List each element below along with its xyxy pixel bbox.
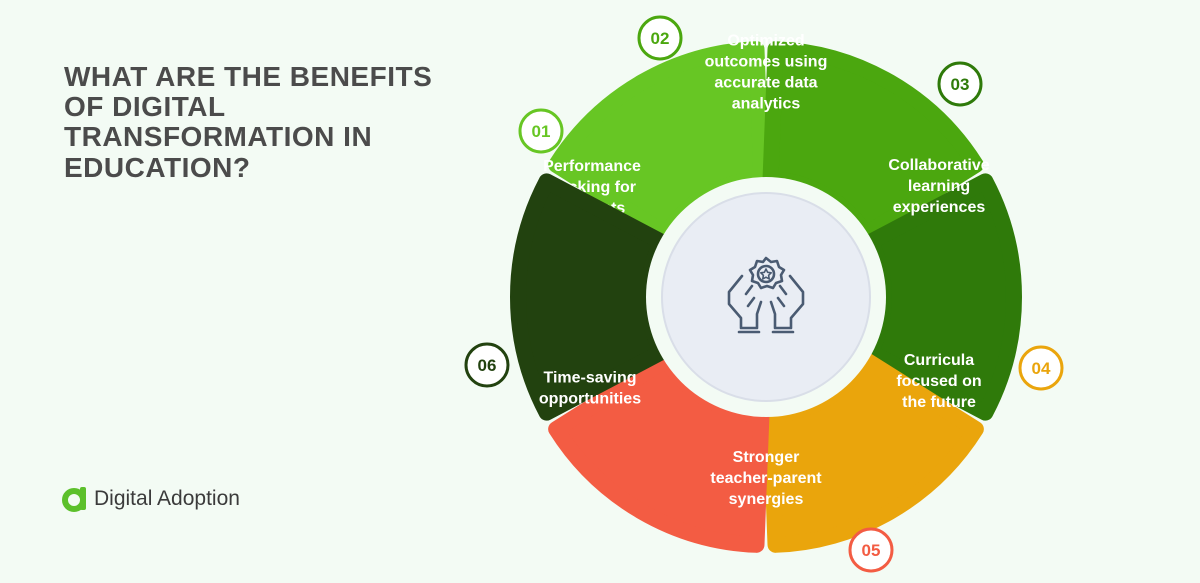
badge-number: 04 (1032, 359, 1051, 378)
segment-label-line: outcomes using (705, 54, 828, 71)
brand-name: Digital Adoption (94, 487, 240, 510)
segment-label-line: opportunities (539, 391, 641, 408)
number-badge: 04 (1018, 345, 1064, 391)
segment-label: Optimized outcomes using accurate data anal… (705, 33, 828, 113)
badge-number: 05 (862, 541, 881, 560)
segment-label-line: learning (908, 178, 970, 195)
badge-circle (637, 15, 683, 61)
badge-circle (848, 527, 894, 573)
segment-label-line: teacher-parent (710, 470, 822, 487)
page-title: WHAT ARE THE BENEFITS OF DIGITAL TRANSFO… (64, 61, 433, 183)
segment-label: Time-saving opportunities (539, 370, 641, 408)
segment-label-line: Time-saving (543, 370, 636, 387)
segment-label-line: Stronger (733, 449, 800, 466)
badge-number: 01 (532, 122, 551, 141)
segment-label: Collaborative learning experiences (888, 157, 989, 216)
badge-number: 06 (478, 356, 497, 375)
badge-circle (937, 61, 983, 107)
number-badge: 02 (637, 15, 683, 61)
segment-label-line: experiences (893, 199, 986, 216)
hands-holding-badge-icon (727, 256, 805, 334)
segment-label-line: Performance (543, 158, 641, 175)
segment-label-line: Optimized (727, 33, 804, 50)
number-badge: 03 (937, 61, 983, 107)
badge-number: 02 (651, 29, 670, 48)
segment-label: Stronger teacher-parent synergies (710, 449, 822, 508)
badge-number: 03 (951, 75, 970, 94)
segment-label-line: analytics (732, 96, 801, 113)
segment-label-line: focused on (896, 373, 981, 390)
brand-logo: Digital Adoption (62, 484, 240, 514)
segment-label-line: synergies (729, 491, 804, 508)
digital-adoption-logo-icon (62, 487, 86, 512)
number-badge: 05 (848, 527, 894, 573)
segment-label-line: the future (902, 394, 976, 411)
badge-circle (1018, 345, 1064, 391)
center-hub (646, 177, 886, 417)
badge-circle (464, 342, 510, 388)
segment-label: Curricula focused on the future (896, 352, 981, 411)
segment-label-line: Curricula (904, 352, 974, 369)
number-badge: 01 (518, 108, 564, 154)
badge-circle (518, 108, 564, 154)
segment-label-line: accurate data (714, 75, 817, 92)
number-badge: 06 (464, 342, 510, 388)
segment-label-line: Collaborative (888, 157, 989, 174)
